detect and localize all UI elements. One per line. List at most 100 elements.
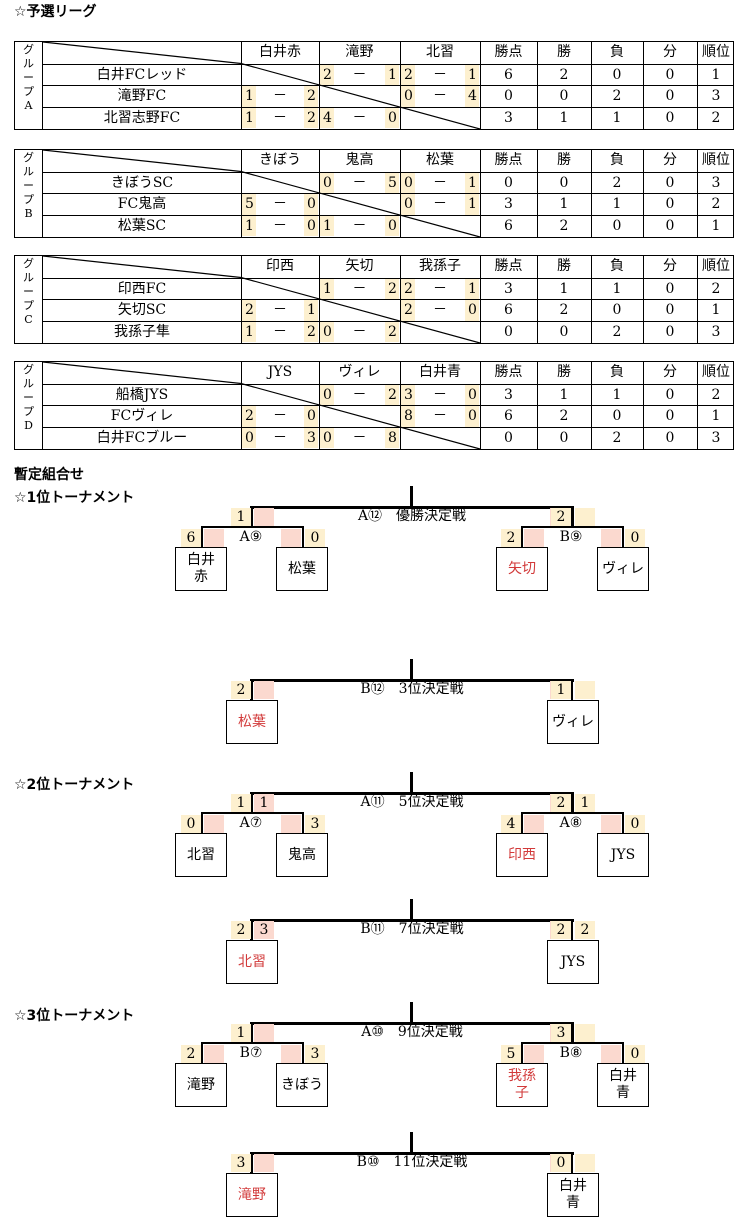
- pk-shade: [254, 681, 274, 699]
- group-label-char: A: [24, 99, 33, 112]
- semi-left-score2-shade: [305, 529, 325, 547]
- score-shade: [320, 278, 334, 299]
- final-score-left-shade: [231, 794, 251, 812]
- third-label: B⑩ 11位決定戦: [356, 1154, 468, 1170]
- col-divider: [241, 362, 242, 449]
- score-away: 1: [388, 66, 397, 83]
- semi-left-t1-drop: [201, 526, 203, 548]
- row-divider: [43, 106, 733, 108]
- score-dash: －: [352, 323, 367, 340]
- third-score-left-shade: [231, 921, 251, 939]
- semi-left-score1: 6: [186, 530, 196, 546]
- score-shade: [242, 300, 256, 321]
- team-stat: 2: [612, 323, 622, 340]
- group-label-char: グ: [23, 363, 34, 376]
- stat-header: 順位: [702, 152, 730, 168]
- third-score-right: 1: [556, 682, 566, 698]
- row-divider: [43, 299, 733, 300]
- row-divider: [43, 426, 733, 428]
- score-home: 2: [245, 302, 254, 318]
- col-divider: [537, 362, 538, 449]
- team-stat: 0: [665, 323, 675, 340]
- third-pk-right: 2: [580, 922, 590, 938]
- team-name: 我孫子隼: [114, 323, 170, 340]
- stat-header: 勝: [557, 364, 571, 380]
- score-away: 2: [388, 280, 397, 297]
- score-shade: [401, 172, 415, 193]
- score-shade: [575, 1154, 595, 1172]
- col-divider: [643, 42, 644, 129]
- team-stat: 0: [612, 66, 622, 83]
- score-shade: [465, 86, 479, 107]
- semi-left-t2-drop: [302, 526, 304, 548]
- semi-left-t2-drop: [302, 1042, 304, 1064]
- score-shade: [385, 384, 399, 405]
- team-box: 滝野: [175, 1063, 227, 1107]
- third-score-right-shade: [551, 1154, 571, 1172]
- semi-right-drop: [571, 506, 574, 528]
- col-divider: [241, 150, 242, 237]
- team-name: 印西FC: [117, 280, 167, 297]
- team-stat: 0: [504, 429, 513, 446]
- team-box: 我孫 子: [496, 1063, 548, 1107]
- score-home: 2: [245, 408, 254, 424]
- provisional-title: 暫定組合せ: [14, 467, 84, 483]
- stat-header: 順位: [702, 258, 730, 274]
- score-away: 0: [307, 217, 316, 234]
- group-label-char: B: [24, 207, 33, 220]
- team-stat: 3: [711, 88, 721, 104]
- stat-header: 勝点: [494, 44, 523, 60]
- semi-left-score1: 0: [186, 816, 196, 832]
- semi-right-score2: 0: [630, 1046, 640, 1062]
- score-home: 2: [404, 280, 413, 297]
- score-dash: －: [352, 66, 367, 83]
- league-title: ☆予選リーグ: [14, 4, 97, 20]
- group-label-char: D: [24, 419, 33, 432]
- score-shade: [304, 86, 318, 107]
- self-match-diagonal: [240, 276, 481, 343]
- final-pk-right-shade: [575, 794, 595, 812]
- team-box: 白井 青: [547, 1173, 599, 1217]
- score-dash: －: [273, 323, 287, 340]
- team-stat: 2: [711, 196, 721, 212]
- score-home: 1: [245, 217, 254, 234]
- team-stat: 0: [665, 217, 675, 234]
- third-score-right: 0: [556, 1155, 566, 1171]
- stat-header: 分: [663, 364, 677, 380]
- row-divider: [43, 85, 733, 86]
- col-divider: [537, 42, 538, 129]
- score-shade: [242, 427, 256, 448]
- semi-right-score2: 0: [630, 530, 640, 546]
- score-shade: [242, 107, 256, 128]
- col-divider: [480, 150, 481, 237]
- score-shade: [401, 384, 415, 405]
- team-stat: 2: [612, 429, 622, 446]
- semi-left-score2: 3: [310, 816, 320, 832]
- score-shade: [320, 384, 334, 405]
- score-away: 2: [388, 386, 397, 403]
- self-match-diagonal: [240, 382, 481, 449]
- score-home: 0: [323, 429, 332, 446]
- pk-shade: [254, 1024, 274, 1042]
- pk-shade: [281, 815, 301, 833]
- team-stat: 2: [711, 386, 721, 403]
- score-dash: －: [352, 386, 367, 403]
- group-label-char: ー: [23, 71, 34, 84]
- team-stat: 0: [665, 196, 675, 212]
- score-dash: －: [273, 429, 287, 446]
- score-shade: [304, 321, 318, 342]
- group-label-char: ル: [23, 165, 34, 178]
- col-divider: [697, 42, 698, 129]
- semi-left-score2-shade: [305, 815, 325, 833]
- team-box: 印西: [496, 833, 548, 877]
- team-stat: 0: [665, 302, 675, 318]
- score-home: 0: [245, 429, 254, 446]
- pk-shade: [281, 529, 301, 547]
- semi-right-score1: 5: [506, 1046, 516, 1062]
- score-home: 3: [404, 386, 413, 403]
- final-score-right-shade: [551, 794, 571, 812]
- semi-right-t2-drop: [622, 526, 624, 548]
- score-dash: －: [352, 174, 367, 191]
